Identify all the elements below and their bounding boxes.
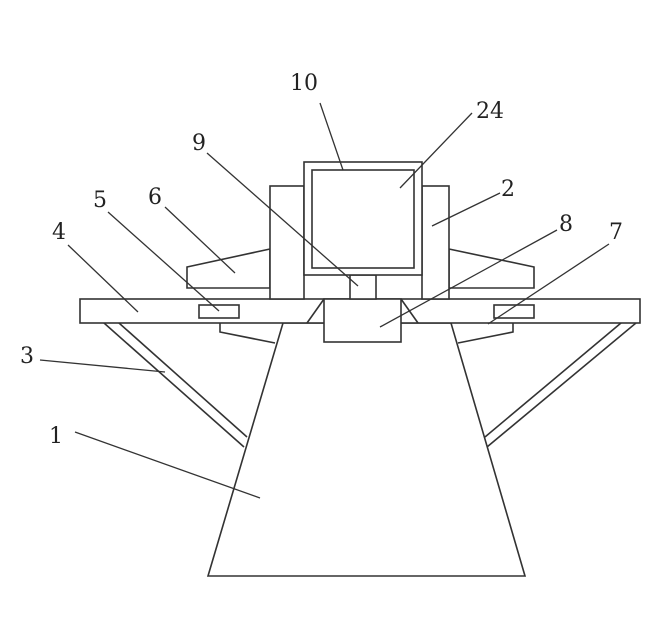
screen <box>311 169 415 269</box>
label-stem: 9 <box>192 131 206 156</box>
center-block <box>323 298 402 343</box>
label-base: 1 <box>49 424 63 449</box>
stem <box>349 274 377 300</box>
slider-right <box>493 304 535 319</box>
label-frame: 10 <box>290 71 318 96</box>
bracket-left <box>219 323 276 344</box>
label-slider-left: 5 <box>93 188 107 213</box>
base-body <box>206 322 527 577</box>
wing-left <box>186 248 271 289</box>
label-column: 2 <box>501 177 515 202</box>
support-strut-right <box>484 322 637 448</box>
support-strut-left <box>103 322 248 448</box>
label-platform: 4 <box>52 220 66 245</box>
label-strut: 3 <box>20 344 34 369</box>
label-block: 8 <box>559 212 573 237</box>
column-left <box>269 185 305 300</box>
leader-lines <box>39 102 610 499</box>
slider-left <box>198 304 240 319</box>
label-slider-right: 7 <box>609 220 623 245</box>
column-right <box>421 185 450 300</box>
label-screen: 24 <box>476 99 504 124</box>
label-wing: 6 <box>148 185 162 210</box>
bracket-right <box>457 323 514 344</box>
